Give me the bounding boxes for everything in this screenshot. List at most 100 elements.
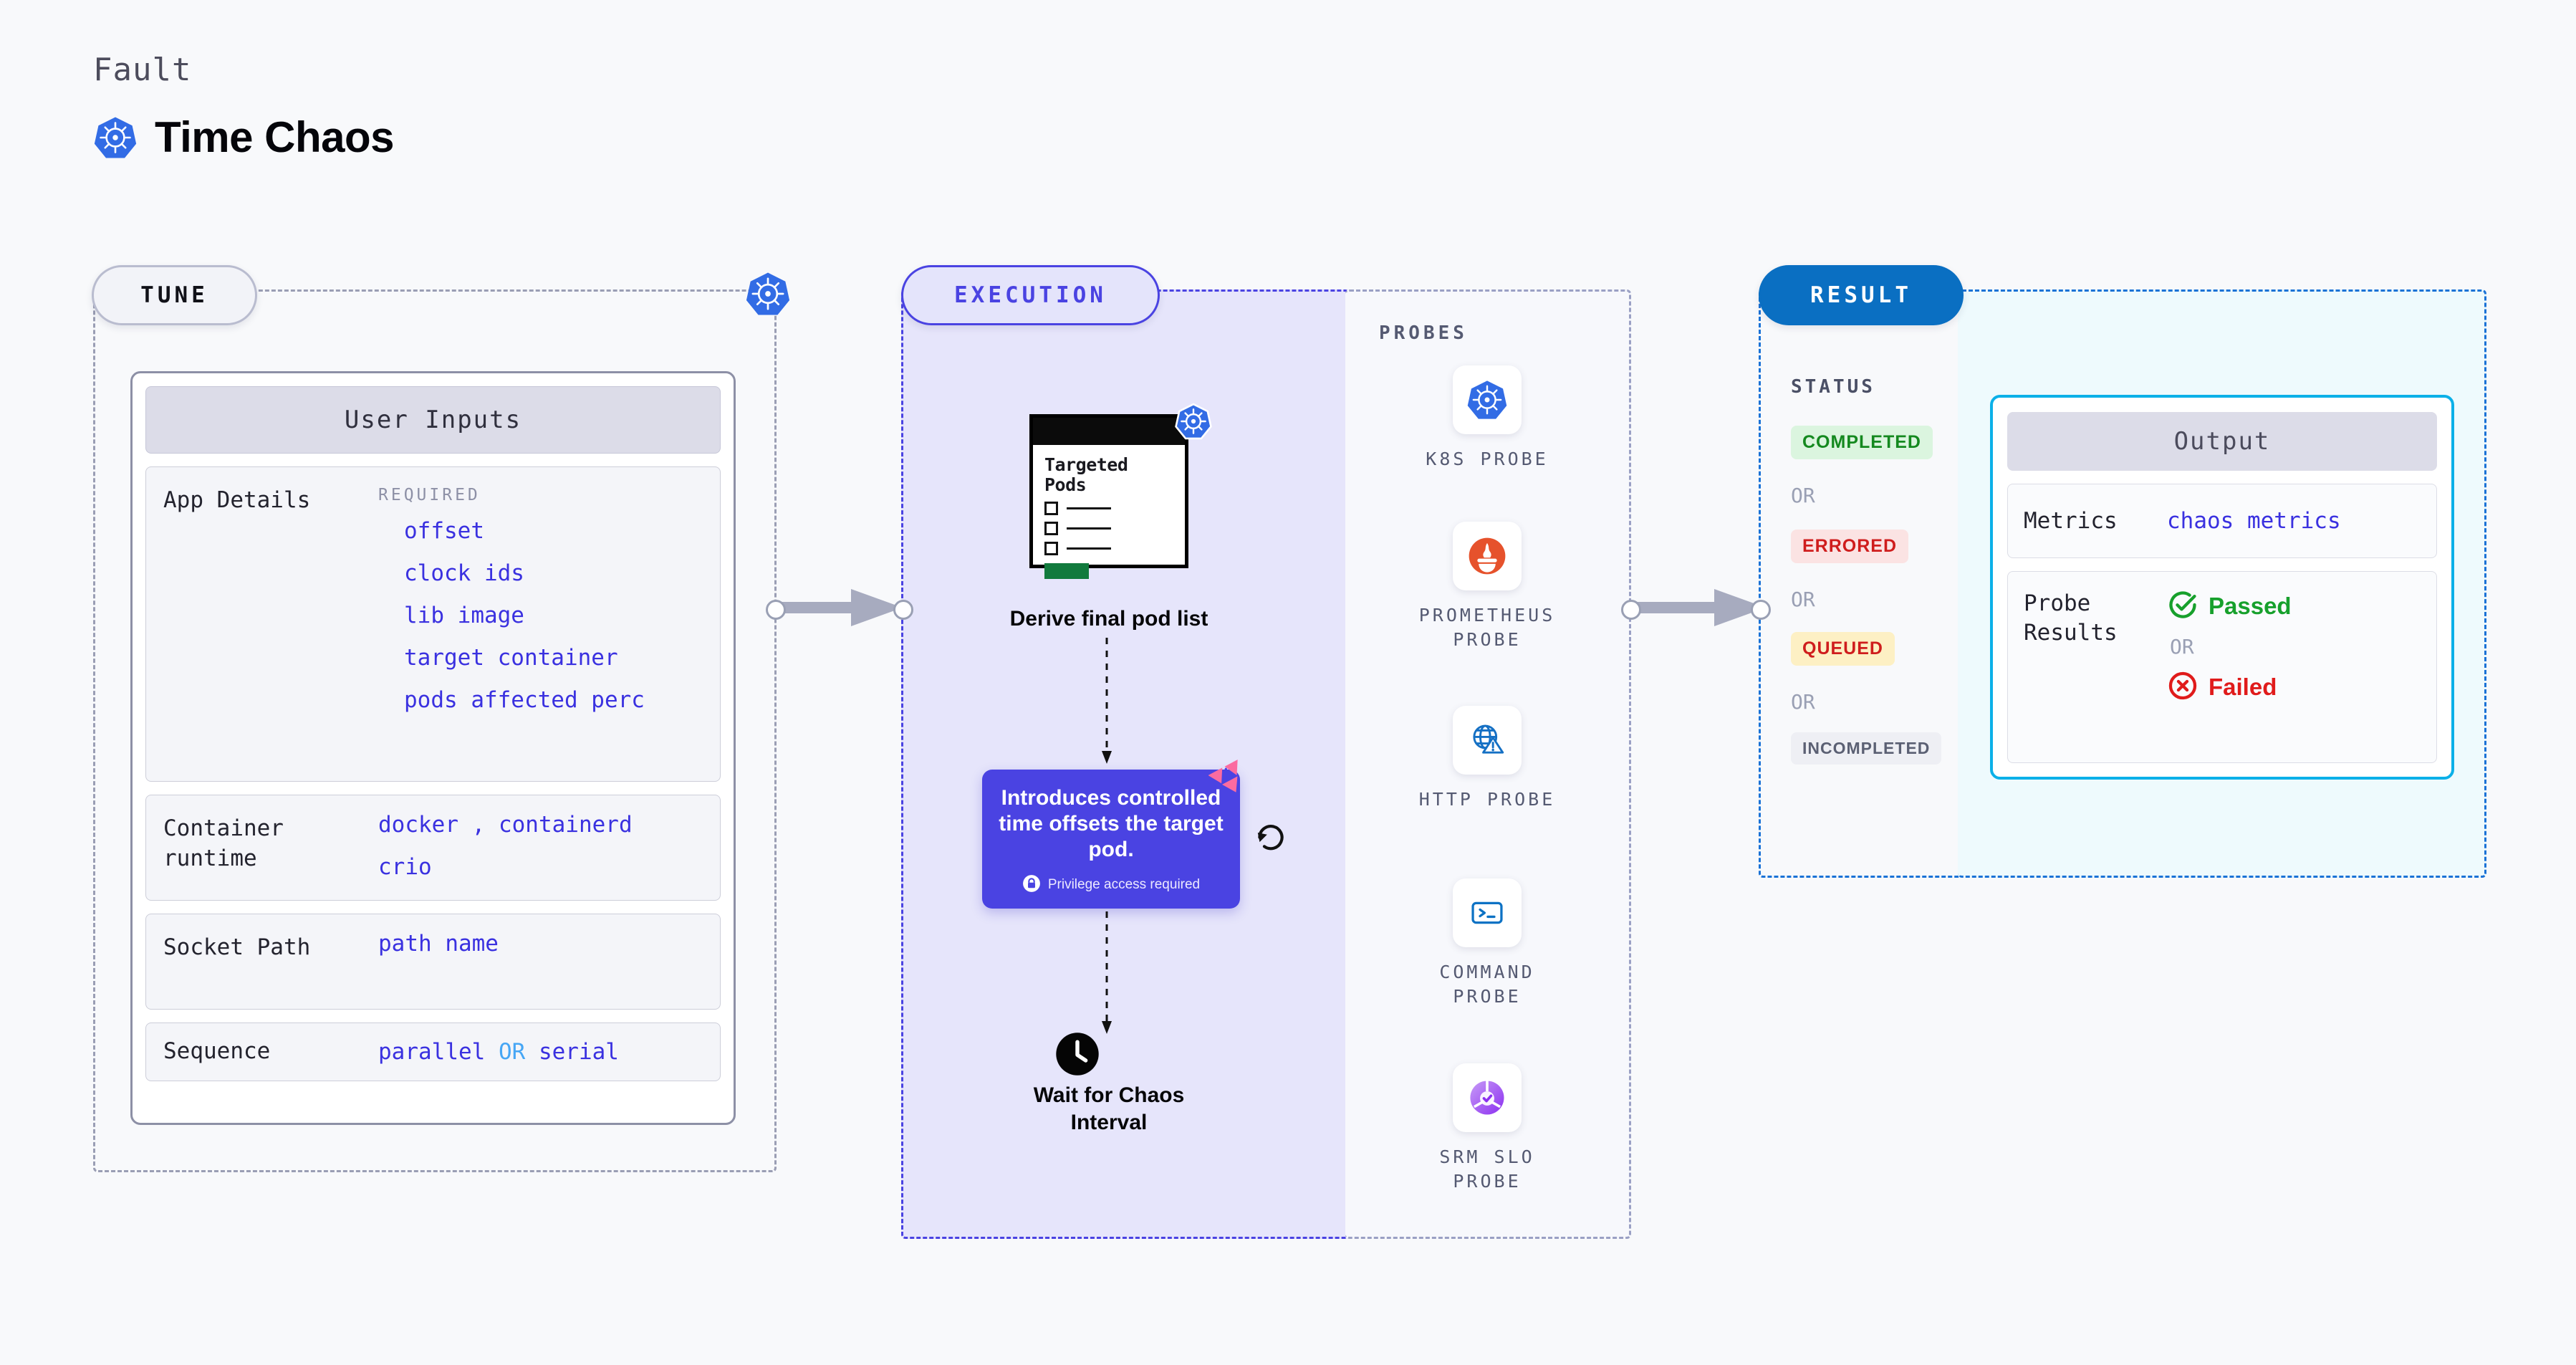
srm-slo-check-icon <box>1453 1063 1522 1132</box>
privilege-access-text: Privilege access required <box>1047 877 1201 892</box>
input-value: path name <box>378 931 499 957</box>
pod-checkbox-row <box>1044 502 1173 515</box>
input-row-socket-path[interactable]: Socket Path path name <box>145 914 721 1010</box>
checkbox-icon <box>1044 502 1058 515</box>
status-badge-incompleted: INCOMPLETED <box>1791 732 1942 765</box>
output-metrics-value: chaos metrics <box>2167 508 2341 534</box>
fault-description-text: Introduces controlled time offsets the t… <box>999 786 1224 861</box>
passed-label: Passed <box>2209 593 2292 619</box>
status-or: OR <box>1791 588 1815 611</box>
user-inputs-title: User Inputs <box>145 386 721 454</box>
status-badge-queued: QUEUED <box>1791 632 1895 666</box>
probe-k8s[interactable]: K8S PROBE <box>1401 365 1573 471</box>
required-tag: REQUIRED <box>378 486 481 504</box>
check-circle-icon <box>2167 589 2198 623</box>
result-status-region <box>1759 289 1962 878</box>
input-row-container-runtime[interactable]: Container runtime docker , containerd cr… <box>145 795 721 901</box>
page-title: Time Chaos <box>155 113 395 161</box>
failed-label: Failed <box>2209 674 2277 700</box>
tune-to-execution-arrow <box>774 589 903 626</box>
checkbox-icon <box>1044 522 1058 535</box>
execution-to-result-arrow <box>1637 589 1766 626</box>
execution-connector-dot-left <box>893 600 913 620</box>
sequence-or: OR <box>498 1038 526 1065</box>
input-value: crio <box>378 854 432 880</box>
status-badge-errored: ERRORED <box>1791 530 1909 563</box>
card-title-bar <box>1033 418 1185 445</box>
targeted-pods-title: Targeted Pods <box>1044 454 1128 495</box>
pod-progress-bar <box>1044 563 1089 579</box>
probe-http[interactable]: HTTP PROBE <box>1401 706 1573 812</box>
probe-label: SRM SLO PROBE <box>1439 1146 1535 1192</box>
probe-srm-slo[interactable]: SRM SLO PROBE <box>1401 1063 1573 1193</box>
probe-result-passed: Passed <box>2167 589 2421 623</box>
sequence-serial: serial <box>538 1038 619 1065</box>
output-row-label: Probe Results <box>2024 590 2118 646</box>
input-row-app-details[interactable]: App Details REQUIRED offset clock ids li… <box>145 466 721 782</box>
checkbox-icon <box>1044 542 1058 555</box>
kubernetes-icon <box>1453 365 1522 434</box>
status-or: OR <box>1791 690 1815 714</box>
user-inputs-card: User Inputs App Details REQUIRED offset … <box>130 371 736 1125</box>
probe-prometheus[interactable]: PROMETHEUS PROBE <box>1401 522 1573 651</box>
tune-region <box>93 289 777 1172</box>
input-value: docker , containerd <box>378 812 633 838</box>
fault-description-callout: Introduces controlled time offsets the t… <box>982 770 1240 909</box>
output-row-probe-results[interactable]: Probe Results Passed OR <box>2007 571 2437 763</box>
pod-checkbox-row <box>1044 542 1173 555</box>
status-or: OR <box>1791 484 1815 507</box>
x-circle-icon <box>2167 670 2198 704</box>
input-value: offset <box>404 518 484 544</box>
pod-checkbox-row <box>1044 522 1173 535</box>
probes-title: PROBES <box>1379 322 1468 344</box>
input-row-label: Container runtime <box>163 815 284 871</box>
execution-chip[interactable]: EXECUTION <box>901 265 1160 325</box>
terminal-icon <box>1453 878 1522 947</box>
sequence-parallel: parallel <box>378 1038 486 1065</box>
pod-line-rule <box>1067 547 1111 550</box>
input-value: pods affected perc <box>404 687 645 713</box>
result-chip[interactable]: RESULT <box>1759 265 1964 325</box>
status-title: STATUS <box>1791 376 1875 398</box>
probe-result-failed: Failed <box>2167 670 2421 704</box>
tune-chip[interactable]: TUNE <box>92 265 257 325</box>
execution-connector-dot-right <box>1621 600 1641 620</box>
probe-result-or: OR <box>2170 635 2194 658</box>
page-eyebrow: Fault <box>93 52 192 88</box>
input-value: lib image <box>404 603 524 628</box>
targeted-pods-card: Targeted Pods <box>1029 414 1188 579</box>
probe-label: K8S PROBE <box>1426 449 1549 469</box>
wait-for-chaos-interval-label: Wait for Chaos Interval <box>1033 1083 1185 1135</box>
input-value: target container <box>404 645 618 671</box>
prometheus-icon <box>1453 522 1522 590</box>
targeted-pods-kubernetes-icon <box>1175 403 1212 443</box>
result-connector-dot <box>1751 600 1771 620</box>
probe-label: PROMETHEUS PROBE <box>1418 605 1556 650</box>
page-header: Fault <box>93 52 395 162</box>
input-row-label: App Details <box>163 487 311 513</box>
tune-kubernetes-badge-icon <box>745 271 791 320</box>
tune-connector-dot <box>766 600 786 620</box>
harness-chaos-ribbon-icon <box>1208 760 1249 803</box>
probe-command[interactable]: COMMAND PROBE <box>1401 878 1573 1008</box>
input-row-label: Sequence <box>163 1038 271 1065</box>
status-badge-completed: COMPLETED <box>1791 426 1933 459</box>
refresh-loop-icon <box>1252 817 1289 857</box>
output-row-label: Metrics <box>2024 507 2118 534</box>
output-title: Output <box>2007 412 2437 471</box>
input-row-sequence[interactable]: Sequence parallel OR serial <box>145 1022 721 1081</box>
input-value-sequence: parallel OR serial <box>378 1038 703 1065</box>
kubernetes-icon <box>93 115 138 160</box>
flow-arrow-callout-to-wait <box>1102 911 1112 1034</box>
pod-line-rule <box>1067 507 1111 509</box>
input-row-label: Socket Path <box>163 934 311 960</box>
pod-line-rule <box>1067 527 1111 530</box>
flow-arrow-derive-to-callout <box>1102 638 1112 764</box>
input-value: clock ids <box>404 560 524 586</box>
clock-icon <box>1055 1032 1100 1079</box>
derive-final-pod-list-label: Derive final pod list <box>1009 607 1208 631</box>
http-globe-warning-icon <box>1453 706 1522 775</box>
output-row-metrics[interactable]: Metrics chaos metrics <box>2007 484 2437 558</box>
lock-icon <box>1022 874 1041 896</box>
